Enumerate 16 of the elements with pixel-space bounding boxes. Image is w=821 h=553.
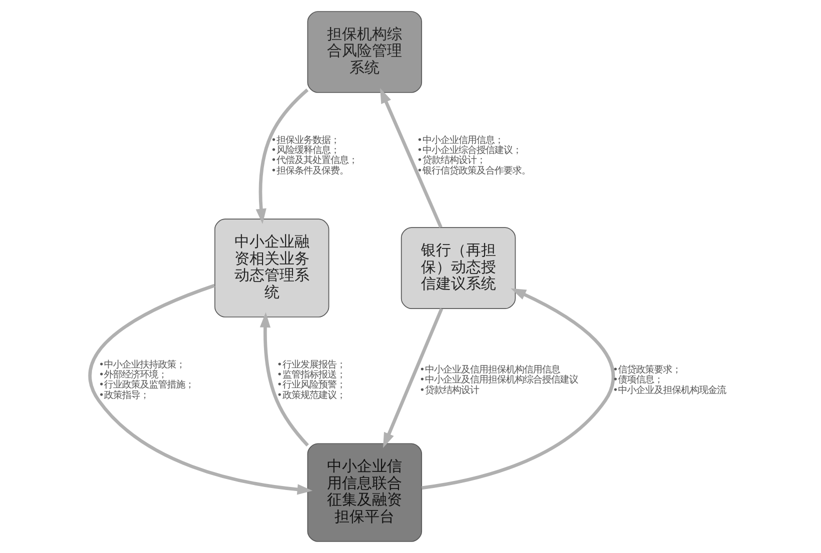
edge-label: •中小企业扶持政策； •外部经济环境； •行业政策及监管措施； •政策指导； — [98, 359, 194, 401]
arrow — [259, 312, 308, 446]
edge-label: •信贷政策要求； •债项信息； •中小企业及担保机构现金流 — [612, 364, 726, 396]
node-box: 中小企业信用信息联合征集及融资担保平台 — [306, 443, 422, 542]
arrow — [255, 88, 308, 224]
arrow — [382, 308, 443, 448]
node-box: 中小企业融资相关业务动态管理系统 — [214, 218, 329, 318]
edge-label: •行业发展报告； •监管指标报送； •行业风险预警； •政策规范建议； — [276, 359, 345, 401]
arrow — [88, 284, 312, 495]
node-box: 担保机构综合风险管理系统 — [306, 11, 422, 93]
edge-label: •担保业务数据； •风险缓释信息； •代偿及其处置信息； •担保条件及保费。 — [270, 134, 357, 176]
edge-label: •中小企业及信用担保机构信用信息 •中小企业及信用担保机构综合授信建议 •贷款结构设计 — [419, 364, 578, 396]
arrow — [421, 288, 614, 490]
arrow — [380, 88, 442, 228]
edge-label: •中小企业信用信息； •中小企业综合授信建议； •贷款结构设计； •银行信贷政策及合作要求。 — [416, 134, 530, 176]
node-box: 银行（再担保）动态授信建议系统 — [400, 227, 516, 309]
